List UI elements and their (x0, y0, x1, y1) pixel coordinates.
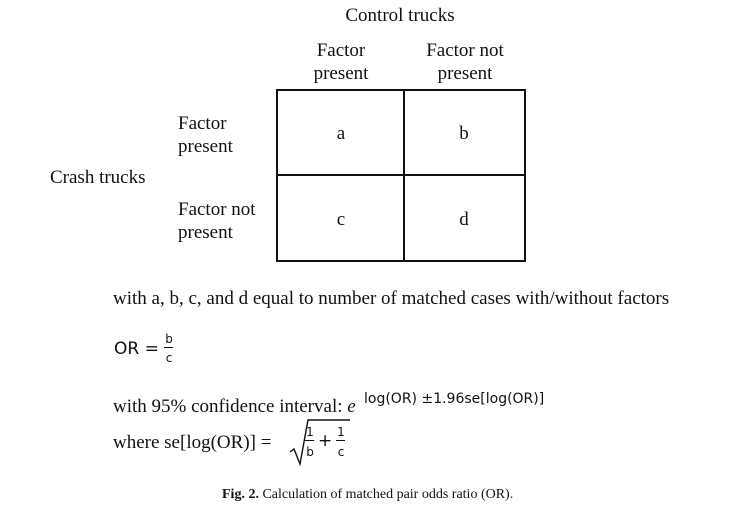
description-text: with a, b, c, and d equal to number of m… (113, 288, 670, 309)
row-header-factor-not-present: Factor not present (178, 198, 256, 244)
table-divider-horizontal (276, 174, 526, 176)
ci-exponent: log(OR) ±1.96se[log(OR)] (364, 391, 545, 407)
row-header-factor-present: Factor present (178, 112, 233, 158)
caption-label: Fig. 2. (222, 487, 259, 502)
se-fraction-bar-b (336, 440, 345, 441)
row-header-line: present (178, 222, 233, 243)
row-header-line: Factor not (178, 199, 256, 220)
or-denominator: c (165, 351, 173, 365)
cell-a: a (336, 123, 346, 144)
confidence-interval-text: with 95% confidence interval: e (113, 396, 356, 418)
or-fraction-bar (164, 347, 173, 348)
square-root-icon (289, 419, 350, 466)
column-header-line: present (313, 63, 369, 84)
or-formula-label: OR = (114, 339, 159, 359)
cell-d: d (459, 209, 469, 230)
se-denominator-a: b (306, 445, 314, 459)
column-header-factor-present: Factor present (286, 39, 396, 85)
or-numerator: b (165, 332, 173, 346)
row-header-line: Factor (178, 113, 227, 134)
row-header-line: present (178, 136, 233, 157)
se-plus: + (318, 431, 333, 451)
cell-c: c (336, 209, 346, 230)
column-header-line: Factor (316, 40, 366, 61)
se-numerator-b: 1 (337, 425, 345, 439)
row-group-label: Crash trucks (50, 167, 146, 188)
column-header-line: present (437, 63, 493, 84)
caption-text: Calculation of matched pair odds ratio (… (262, 487, 514, 502)
cell-b: b (459, 123, 469, 144)
column-group-label: Control trucks (345, 5, 455, 26)
column-header-factor-not-present: Factor not present (405, 39, 525, 85)
figure-caption: Fig. 2. Calculation of matched pair odds… (222, 487, 513, 503)
se-numerator-a: 1 (306, 425, 314, 439)
column-header-line: Factor not (426, 40, 504, 61)
se-denominator-b: c (337, 445, 345, 459)
ci-prefix: with 95% confidence interval: (113, 396, 348, 417)
se-formula-label: where se[log(OR)] = (113, 432, 272, 453)
ci-base: e (347, 396, 356, 417)
se-fraction-bar-a (305, 440, 314, 441)
